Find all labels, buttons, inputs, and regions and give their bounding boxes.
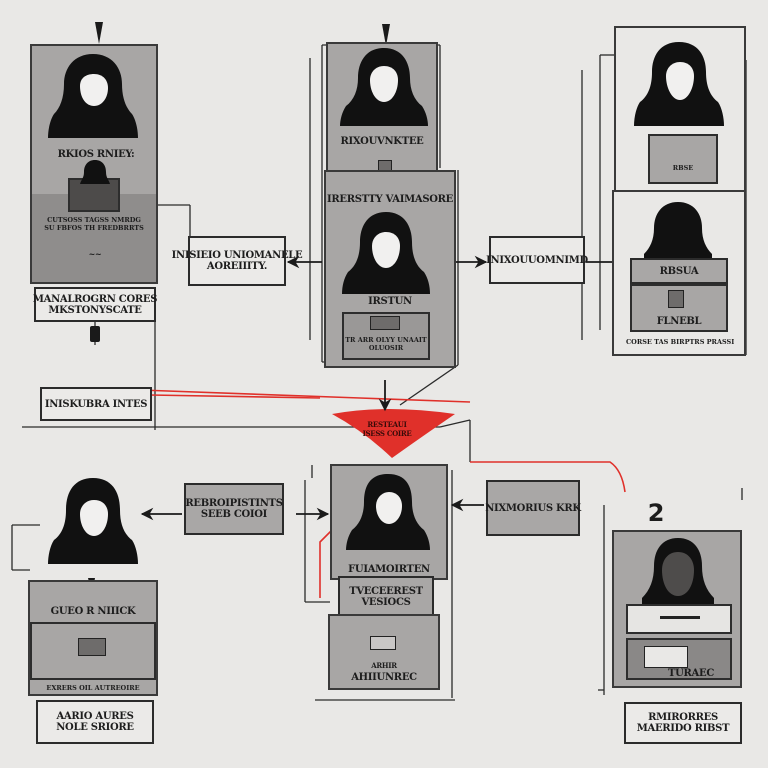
node-caption-line: MANALROGRN CORES — [32, 293, 158, 305]
node-subtitle-line: TVECEEREST — [349, 586, 423, 597]
node-subtitle: TVECEEREST VESIOCS — [338, 576, 434, 618]
node-body-line: AHIIUNREC — [351, 672, 417, 683]
node-tag: RBSUA — [630, 258, 728, 284]
connector-label: NIXMORIUS KRK — [485, 480, 581, 536]
connector-label: INISIEIO UNIOMANELE AOREIIITY. — [172, 236, 303, 286]
node-name: GUEO R NIIICK — [50, 606, 136, 617]
connector-label: INIXOUUOMNIMD — [486, 236, 588, 284]
node-caption-line: MAERIDO RIBST — [636, 723, 730, 734]
node-body: CORSE TAS BIRPTRS PRASSI — [626, 338, 735, 346]
node-name: FUIAMOIRTEN — [348, 564, 430, 575]
person-silhouette-icon — [340, 48, 428, 126]
node-name: RBSE — [672, 164, 694, 172]
connector-label-line: INISIEIO UNIOMANELE — [171, 250, 303, 261]
person-silhouette-icon — [644, 202, 712, 262]
node-body: EXRERS OIL AUTREOIRE — [46, 684, 140, 692]
person-silhouette-icon — [48, 54, 138, 138]
node-slot — [644, 646, 688, 668]
node-screen — [626, 604, 732, 634]
node-slot — [370, 316, 400, 330]
node-caption-line: MKSTONYSCATE — [48, 304, 142, 316]
node-caption-line: AARIO AURES — [56, 711, 134, 722]
node-caption: AARIO AURES NOLE SRIORE — [36, 700, 154, 744]
node-slot — [668, 290, 684, 308]
node-subtitle-line: VESIOCS — [361, 597, 411, 608]
connector-label: INISKUBRA INTES — [40, 387, 152, 421]
person-silhouette-icon — [80, 160, 110, 184]
node-screen — [30, 622, 156, 680]
node-caption-line: RMIRORRES — [648, 712, 718, 723]
person-silhouette-icon — [342, 212, 430, 294]
node-slot — [370, 636, 396, 650]
person-silhouette-icon — [642, 538, 714, 610]
hub-label-line: RESTEAUI — [367, 420, 407, 429]
node-subtitle: IRERSTTY VAIMASORE — [326, 194, 453, 205]
node-name: TURAEC — [667, 668, 714, 679]
node-screen — [626, 638, 732, 680]
node-slot — [660, 616, 700, 619]
node-caption: RMIRORRES MAERIDO RIBST — [624, 702, 742, 744]
node-screen — [342, 312, 430, 360]
node-screen — [648, 134, 718, 184]
connector-label-line: REBROIPISTINTS — [185, 498, 283, 509]
node-card-bottom-center-lower[interactable] — [328, 614, 440, 690]
node-body-line: ARHIR — [371, 661, 397, 670]
person-silhouette-icon — [48, 478, 138, 564]
node-name: RIXOUVNKTEE — [340, 136, 424, 147]
node-tag-line: FLNEBL — [656, 316, 702, 327]
connector-label-line: SEEB COIOI — [200, 509, 268, 520]
node-caption-line: NOLE SRIORE — [56, 722, 134, 733]
connector-label-line: AOREIIITY. — [206, 261, 268, 272]
node-name: RKIOS RNIEY: — [57, 149, 135, 160]
connector-label: REBROIPISTINTS SEEB COIOI — [184, 483, 284, 535]
node-role: IRSTUN — [368, 296, 412, 307]
hub-label: RESTEAUI ISESS COIRE — [352, 420, 422, 438]
hub-label-line: ISESS COIRE — [362, 429, 412, 438]
node-number: 2 — [647, 499, 665, 527]
node-caption: MANALROGRN CORES MKSTONYSCATE — [32, 287, 158, 322]
person-silhouette-icon — [634, 42, 724, 126]
person-silhouette-icon — [346, 474, 430, 550]
node-mark: ~~ — [88, 249, 102, 259]
node-slot — [78, 638, 106, 656]
node-body: TR ARR OLYY UNAAIT OLUOSIR — [345, 336, 427, 352]
node-body: CUTSOSS TAGSS NMRDG SU FBFOS TH FREDBRRT… — [44, 216, 144, 232]
